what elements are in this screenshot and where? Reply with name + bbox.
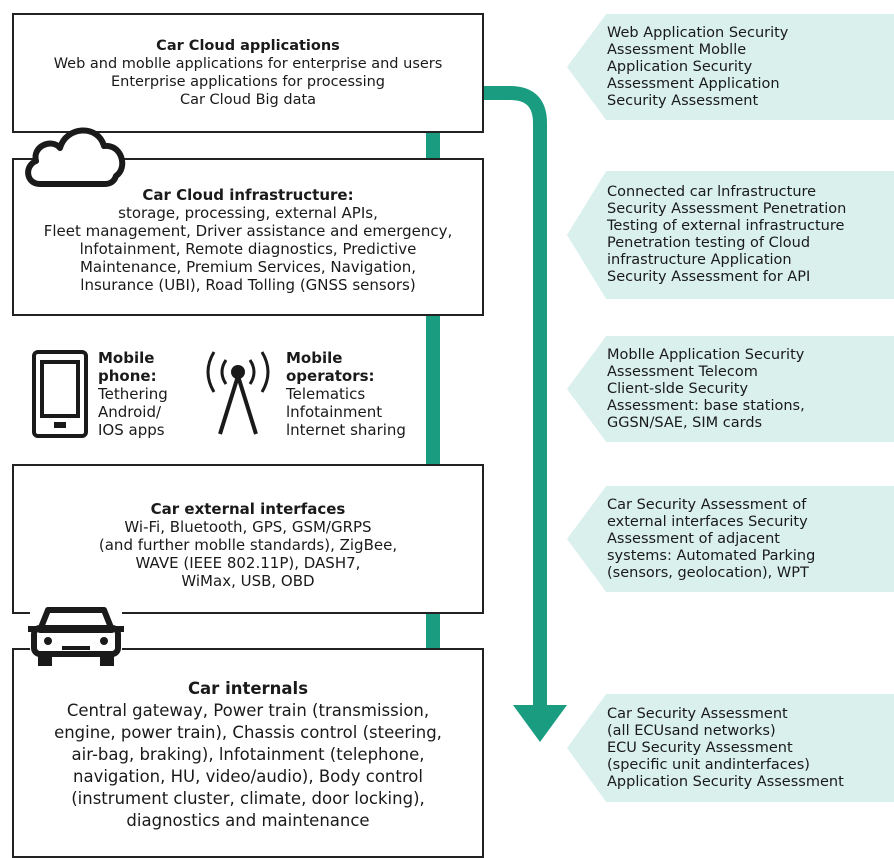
assessment-line: (specific unit andinterfaces): [607, 756, 810, 773]
cloud-infrastructure-line: lnfotainment, Remote diagnostics, Predic…: [79, 240, 417, 258]
cloud-applications-line: Enterprise applications for processing: [110, 74, 386, 90]
cloud-infrastructure-line: Maintenance, Premium Services, Navigatio…: [79, 258, 417, 276]
mobile-operators-label: Mobile operators: Telematics lnfotainmen…: [286, 349, 406, 439]
car-internals-line: navigation, HU, video/audio), Body contr…: [73, 767, 423, 786]
assessment-line: Application Security Assessment: [607, 773, 844, 790]
car-icon: [28, 606, 124, 666]
assessment-badge: Car Security Assessment of external inte…: [567, 486, 894, 592]
assessment-line: Moblle Application Security: [607, 346, 805, 363]
mobile-operators-line: lnternet sharing: [286, 421, 406, 439]
car-internals-box: Car internals Central gateway, Power tra…: [12, 648, 484, 858]
assessment-line: Assessment: base stations,: [607, 397, 805, 414]
assessment-text: Web Application Security Assessment Mobl…: [607, 25, 788, 110]
mobile-operators-line: lnfotainment: [286, 403, 383, 421]
assessment-line: (all ECUsand networks): [607, 722, 776, 739]
assessment-line: Security Assessment Penetration: [607, 201, 847, 217]
mobile-phone-line: Tethering: [98, 385, 168, 403]
assessment-line: infrastructure Application: [607, 252, 792, 268]
assessment-text: Car Security Assessment of external inte…: [607, 497, 815, 582]
cloud-applications-line: Car Cloud Big data: [179, 92, 317, 108]
assessment-text: Moblle Application Security Assessment T…: [607, 347, 805, 432]
car-internals-line: Central gateway, Power train (transmissi…: [66, 701, 430, 720]
assessment-line: ECU Security Assessment: [607, 739, 793, 756]
assessment-line: Penetration testing of Cloud: [607, 235, 811, 251]
assessment-badge: Connected car lnfrastructure Security As…: [567, 171, 894, 299]
flow-arrow-head: [513, 705, 567, 742]
mobile-phone-label: Mobile phone: Tethering Android/ IOS app…: [98, 349, 168, 439]
assessment-line: Testing of external infrastructure: [607, 218, 845, 234]
mobile-operators-line: Telematics: [286, 385, 366, 403]
assessment-badge: Web Application Security Assessment Mobl…: [567, 14, 894, 120]
assessment-line: (sensors, geolocation), WPT: [607, 564, 809, 581]
external-interfaces-line: (and further moblle standards), ZigBee,: [98, 536, 398, 554]
assessment-line: Connected car lnfrastructure: [607, 184, 817, 200]
external-interfaces-line: WAVE (IEEE 802.11P), DASH7,: [135, 554, 361, 572]
assessment-line: Web Application Security: [607, 24, 789, 41]
assessment-line: Assessment Application: [607, 75, 780, 92]
assessment-badge: Car Security Assessment (all ECUsand net…: [567, 694, 894, 802]
mobile-operators-title: operators:: [286, 367, 375, 385]
assessment-text: Car Security Assessment (all ECUsand net…: [607, 706, 844, 791]
assessment-line: Car Security Assessment of: [607, 496, 807, 513]
assessment-line: Security Assessment: [607, 92, 759, 109]
car-internals-title: Car internals: [187, 679, 309, 698]
flow-arrow-path: [484, 86, 547, 710]
assessment-line: Security Assessment for API: [607, 269, 811, 285]
cloud-icon: [25, 127, 126, 187]
car-internals-line: diagnostics and maintenance: [126, 811, 370, 830]
external-interfaces-title: Car external interfaces: [150, 500, 346, 518]
car-internals-line: air-bag, braking), lnfotainment (telepho…: [71, 745, 425, 764]
assessment-line: Car Security Assessment: [607, 705, 788, 722]
assessment-line: Assessment Moblle: [607, 41, 747, 58]
external-interfaces-line: WiMax, USB, OBD: [181, 572, 315, 590]
car-internals-line: (instrument cluster, climate, door locki…: [71, 789, 425, 808]
external-interfaces-line: Wi-Fi, Bluetooth, GPS, GSM/GRPS: [124, 518, 372, 536]
car-internals-line: engine, power train), Chassis control (s…: [54, 723, 442, 742]
cloud-infrastructure-line: storage, processing, external APIs,: [118, 204, 378, 222]
external-interfaces-box: Car external interfaces Wi-Fi, Bluetooth…: [12, 464, 484, 614]
cloud-infrastructure-line: Fleet management, Driver assistance and …: [43, 222, 453, 240]
assessment-line: external interfaces Security: [607, 513, 808, 530]
mobile-phone-line: Android/: [98, 403, 162, 421]
assessment-line: GGSN/SAE, SIM cards: [607, 414, 763, 431]
mobile-phone-title: phone:: [98, 367, 157, 385]
mobile-phone-title: Mobile: [98, 349, 155, 367]
assessment-badge: Moblle Application Security Assessment T…: [567, 336, 894, 442]
mobile-operators-title: Mobile: [286, 349, 343, 367]
assessment-line: Client-slde Security: [607, 380, 749, 397]
mobile-phone-line: IOS apps: [98, 421, 165, 439]
assessment-line: Application Security: [607, 58, 753, 75]
assessment-line: Assessment Telecom: [607, 363, 758, 380]
antenna-icon: [206, 351, 270, 435]
cloud-infrastructure-line: lnsurance (UBI), Road Tolling (GNSS sens…: [80, 276, 416, 294]
cloud-applications-box: Car Cloud applications Web and moblle ap…: [12, 13, 484, 133]
assessment-line: systems: Automated Parking: [607, 547, 816, 564]
cloud-infrastructure-title: Car Cloud infrastructure:: [142, 186, 354, 204]
assessment-line: Assessment of adjacent: [607, 530, 780, 547]
cloud-applications-title: Car Cloud applications: [156, 38, 340, 54]
cloud-applications-line: Web and moblle applications for enterpri…: [53, 56, 443, 72]
phone-icon: [32, 350, 88, 438]
assessment-text: Connected car lnfrastructure Security As…: [607, 184, 846, 286]
